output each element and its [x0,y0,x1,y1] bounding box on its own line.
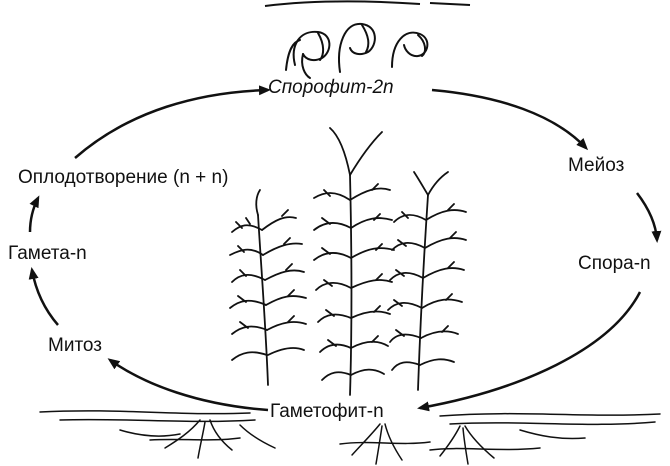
label-meiosis: Мейоз [568,156,624,175]
moss-gametophyte-illustration [230,128,466,395]
arrow-sporophyte-to-meiosis [432,90,586,148]
arrow-gametophyte-to-mitosis [110,360,268,410]
label-gametophyte: Гаметофит-n [270,402,384,421]
label-spore: Спора-n [578,254,651,273]
label-mitosis: Митоз [48,336,102,355]
arrow-mitosis-to-gamete [32,270,58,325]
cropped-header-fragment [265,1,470,6]
label-gamete: Гамета-n [8,244,87,263]
arrow-fertilization-to-sporophyte [75,90,268,158]
arrow-gamete-to-fertilization [30,198,38,232]
arrow-spore-to-gametophyte [420,292,640,408]
cycle-arrows [30,90,657,410]
label-sporophyte: Спорофит-2n [268,78,394,97]
arrow-meiosis-to-spore [637,193,657,240]
sporophyte-capsules-illustration [286,24,427,78]
label-fertilization: Оплодотворение (n + n) [18,168,228,187]
